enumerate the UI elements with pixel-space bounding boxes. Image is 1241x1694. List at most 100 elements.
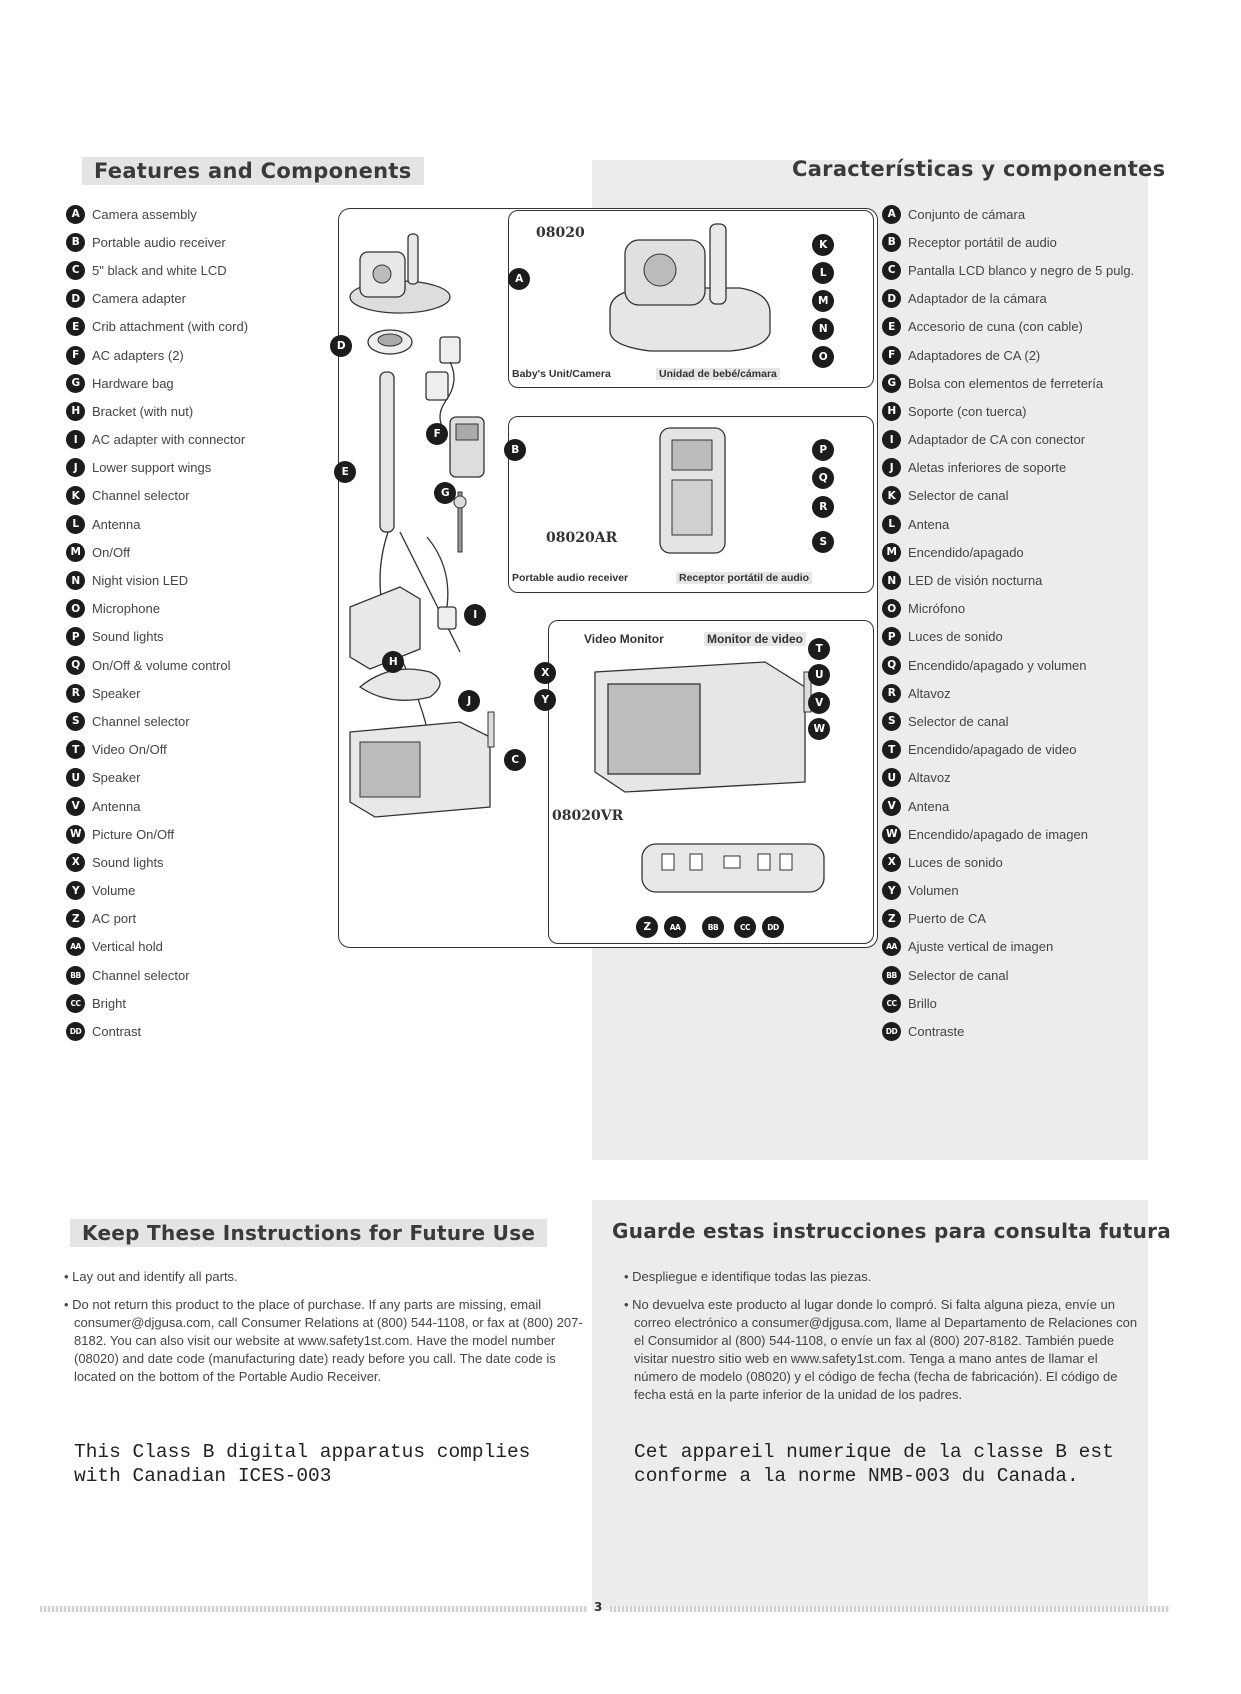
component-item: T Encendido/apagado de video <box>882 736 1152 764</box>
component-label: Conjunto de cámara <box>908 206 1026 222</box>
component-label: AC port <box>92 911 137 927</box>
letter-badge: A <box>66 204 85 224</box>
letter-badge: B <box>66 232 85 252</box>
letter-badge: L <box>882 514 901 534</box>
letter-badge: C <box>882 260 901 280</box>
camera-adapter-drawing <box>367 329 413 355</box>
diagram-callout: N <box>812 318 834 340</box>
component-label: Encendido/apagado de video <box>908 742 1077 758</box>
component-label: Antenna <box>92 516 141 532</box>
support-wings-drawing <box>358 668 441 701</box>
component-label: Micrófono <box>908 601 966 617</box>
component-label: Puerto de CA <box>908 911 987 927</box>
diagram-callout: K <box>812 234 834 256</box>
component-label: Ajuste vertical de imagen <box>908 939 1054 955</box>
diagram-callout: L <box>812 262 834 284</box>
camera-drawing <box>609 223 771 352</box>
component-label: Speaker <box>92 685 141 701</box>
component-label: AC adapter with connector <box>92 432 246 448</box>
component-label: Channel selector <box>92 488 190 504</box>
instruction-text: Despliegue e identifique todas las pieza… <box>632 1269 872 1284</box>
letter-badge: T <box>882 740 901 760</box>
letter-badge: B <box>882 232 901 252</box>
diagram-callout: AA <box>664 916 686 938</box>
component-label: Selector de canal <box>908 713 1009 729</box>
letter-badge: N <box>882 571 901 591</box>
component-label: Antena <box>908 516 950 532</box>
diagram-callout: Y <box>534 689 556 711</box>
diagram-callout: A <box>508 268 530 290</box>
letter-badge: V <box>66 796 85 816</box>
letter-badge: I <box>66 430 85 450</box>
component-item: O Micrófono <box>882 595 1152 623</box>
ac-adapters-drawing <box>425 336 461 433</box>
letter-badge: E <box>66 317 85 337</box>
component-label: Luces de sonido <box>908 629 1003 645</box>
compliance-fr: Cet appareil numerique de la classe B es… <box>634 1441 1114 1487</box>
diagram-callout: Z <box>636 916 658 938</box>
letter-badge: C <box>66 260 85 280</box>
diagram-callout: B <box>504 439 526 461</box>
component-item: S Selector de canal <box>882 707 1152 735</box>
letter-badge: N <box>66 571 85 591</box>
letter-badge: CC <box>66 993 85 1013</box>
component-label: Brillo <box>908 995 937 1011</box>
receiver-small-drawing <box>449 416 485 478</box>
letter-badge: S <box>882 711 901 731</box>
letter-badge: S <box>66 711 85 731</box>
letter-badge: AA <box>882 937 901 957</box>
diagram-callout: T <box>808 638 830 660</box>
letter-badge: G <box>66 373 85 393</box>
component-label: Crib attachment (with cord) <box>92 319 249 335</box>
letter-badge: E <box>882 317 901 337</box>
letter-badge: Y <box>882 881 901 901</box>
component-label: Contraste <box>908 1024 965 1040</box>
component-label: Microphone <box>92 601 160 617</box>
monitor-caption-es: Monitor de video <box>704 632 806 646</box>
letter-badge: L <box>66 514 85 534</box>
letter-badge: A <box>882 204 901 224</box>
component-item: AA Ajuste vertical de imagen <box>882 933 1152 961</box>
diagram-callout: I <box>464 604 486 626</box>
letter-badge: G <box>882 373 901 393</box>
component-label: Contrast <box>92 1024 142 1040</box>
bracket-drawing <box>349 586 421 670</box>
component-label: Camera assembly <box>92 206 197 222</box>
camera-caption-es: Unidad de bebé/cámara <box>656 368 780 380</box>
component-label: Antenna <box>92 798 141 814</box>
component-item: Z AC port <box>66 905 326 933</box>
diagram-callout: R <box>812 496 834 518</box>
component-item: V Antenna <box>66 792 326 820</box>
component-label: Bracket (with nut) <box>92 403 194 419</box>
ac-adapter-connector-drawing <box>426 536 457 630</box>
letter-badge: W <box>66 824 85 844</box>
diagram-callout: U <box>808 664 830 686</box>
instruction-bullet: • Lay out and identify all parts. <box>64 1269 238 1284</box>
component-label: Altavoz <box>908 685 951 701</box>
letter-badge: O <box>882 599 901 619</box>
monitor-drawing <box>594 661 812 793</box>
instructions-es: • Despliegue e identifique todas las pie… <box>624 1268 1144 1414</box>
letter-badge: Z <box>66 909 85 929</box>
component-label: Picture On/Off <box>92 826 175 842</box>
component-label: On/Off & volume control <box>92 657 231 673</box>
